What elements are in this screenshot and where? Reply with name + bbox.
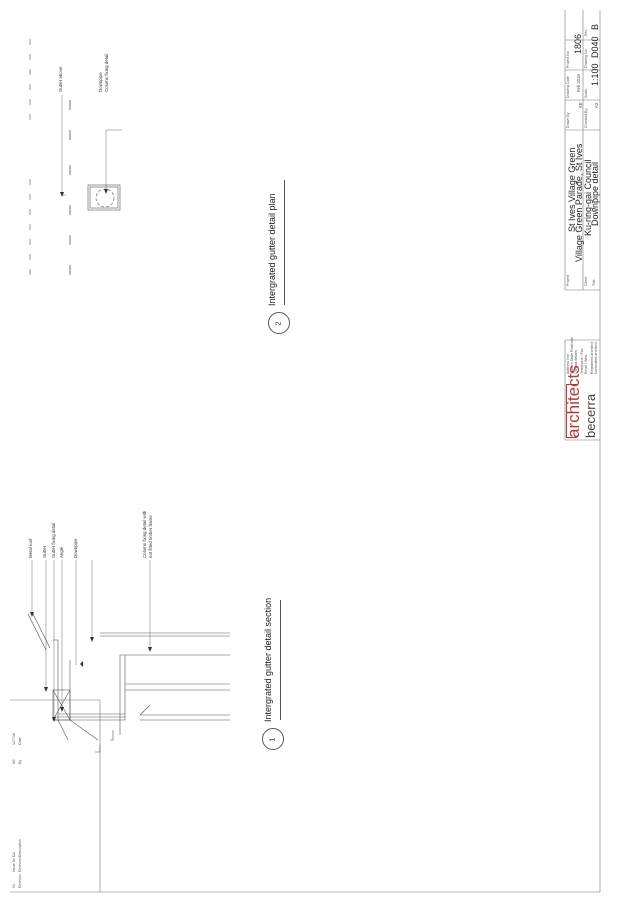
tb-client-label: Client — [584, 276, 588, 286]
tb-dwgno-label: Drawing No. — [584, 48, 588, 68]
tb-rev: B — [590, 23, 600, 30]
label-gutter: Gutter — [42, 545, 47, 558]
label-column-fixing-detail: Column fixing detail with — [142, 510, 147, 558]
rev-col-revision: 01 — [12, 884, 16, 888]
label-downpipe-plan: Downpipe — [98, 72, 103, 92]
firm-line-5: Email / Web — [584, 354, 588, 374]
tb-date: Feb 2018 — [576, 74, 581, 92]
label-downpipe: Downpipe — [73, 538, 78, 558]
label-gutter-fixing-detail: Gutter fixing detail — [51, 522, 56, 558]
tb-checked-label: Checked By — [584, 108, 588, 128]
detail-2-title-underline — [284, 180, 285, 305]
rev-description-header: Revision/Description — [18, 839, 22, 872]
label-column-fixing-plan: Column fixing detail — [104, 53, 109, 92]
detail-1-title-underline — [280, 600, 281, 720]
rev-col-revision-header: Revision — [18, 874, 22, 888]
label-gutter-above: Gutter above — [58, 66, 63, 92]
detail-2-number: 2 — [268, 312, 290, 334]
firm-line-3: Contact details — [574, 350, 578, 374]
tb-date-label: Drawing Date — [566, 76, 570, 98]
detail-1-number: 1 — [262, 728, 284, 750]
rev-by-header: By — [18, 759, 22, 764]
tb-title: Downpipe detail — [590, 161, 600, 226]
logo-mark — [566, 384, 577, 438]
firm-line-7: Nominated architect — [594, 342, 598, 374]
rev-date: 12/7/18 — [12, 733, 16, 745]
rev-by: KE — [12, 759, 16, 764]
rev-date-header: Date — [18, 737, 22, 745]
label-angle: Angle — [59, 546, 64, 558]
tb-title-label: Title — [592, 279, 596, 286]
label-column-fixing-detail-2: not fitted timber frame — [148, 515, 153, 558]
tb-dwgno: D040 — [590, 36, 600, 58]
tb-size: A3 — [594, 102, 599, 108]
tb-drawn-label: Drawn By — [566, 112, 570, 128]
detail-2-title: Intergrated gutter detail plan — [267, 193, 277, 306]
tb-drawn: KE — [578, 102, 583, 108]
tb-project-label: Project — [566, 274, 570, 286]
tb-projno-label: Project No. — [566, 50, 570, 68]
tb-projno: 1806 — [573, 33, 583, 54]
logo-becerra: becerra — [583, 393, 598, 438]
tb-rev-label: Rev — [584, 29, 588, 36]
tb-scale: 1:100 — [590, 63, 600, 86]
label-metal-roof: Metal roof — [28, 538, 33, 558]
detail-1-title: Intergrated gutter detail section — [263, 597, 273, 722]
tb-scale-label: Scale — [584, 89, 588, 98]
rev-description: Issue for DA — [12, 852, 16, 872]
